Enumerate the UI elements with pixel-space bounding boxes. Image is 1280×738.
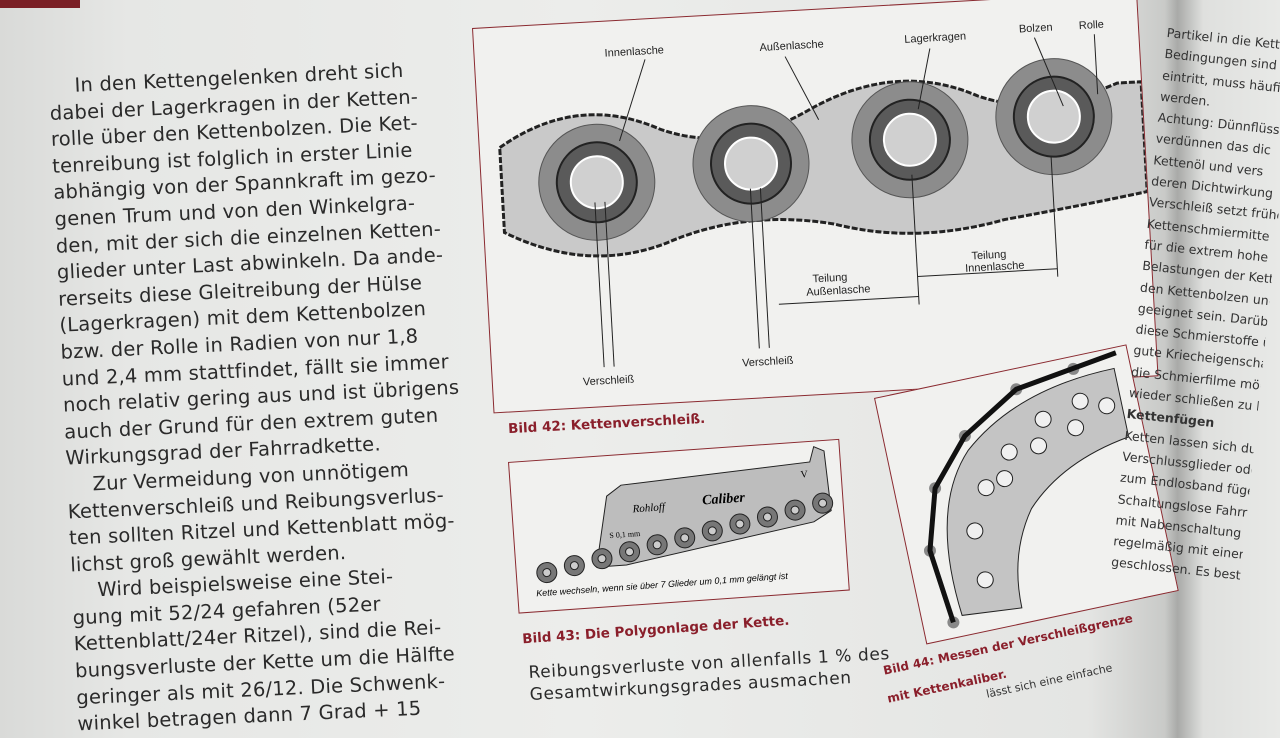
roller-pin bbox=[735, 519, 745, 529]
roller-pin bbox=[569, 561, 579, 571]
sprocket-hole bbox=[1071, 392, 1089, 410]
roller-pin bbox=[762, 512, 772, 522]
label-teilung-innenlasche: Innenlasche bbox=[965, 260, 1025, 275]
sprocket-measure-illustration bbox=[923, 350, 1130, 629]
roller-pin bbox=[625, 547, 635, 557]
sprocket-hole bbox=[996, 470, 1014, 488]
figure-43-caption: Bild 43: Die Polygonlage der Kette. bbox=[521, 612, 790, 648]
label-aussenlasche: Außenlasche bbox=[759, 38, 824, 54]
label-bolzen: Bolzen bbox=[1019, 22, 1053, 36]
roller-pin bbox=[652, 540, 662, 550]
tool-name: Caliber bbox=[702, 491, 746, 509]
roller-pin bbox=[818, 498, 828, 508]
label-verschleiss-2: Verschleiß bbox=[742, 355, 794, 370]
chain-pin bbox=[1026, 89, 1081, 144]
sprocket-hole bbox=[966, 522, 984, 540]
roller-pin bbox=[542, 568, 552, 578]
sprocket-hole bbox=[977, 479, 995, 497]
roller-pin bbox=[790, 505, 800, 515]
label-verschleiss-1: Verschleiß bbox=[583, 373, 635, 388]
chain-on-sprocket bbox=[927, 350, 1117, 624]
sprocket-hole bbox=[1034, 410, 1052, 428]
roller-pin bbox=[597, 554, 607, 564]
sprocket-hole bbox=[976, 571, 994, 589]
mark-v: V bbox=[800, 469, 809, 481]
figure-42-frame: Innenlasche Außenlasche Lagerkragen Bolz… bbox=[472, 0, 1159, 414]
chapter-marker bbox=[0, 0, 80, 8]
figure-42-caption: Bild 42: Kettenverschleiß. bbox=[507, 410, 706, 438]
sprocket-hole bbox=[1067, 419, 1085, 437]
label-rolle: Rolle bbox=[1079, 19, 1105, 32]
roller-pin bbox=[680, 533, 690, 543]
figure-44-frame bbox=[874, 344, 1179, 645]
chain-wear-diagram: Innenlasche Außenlasche Lagerkragen Bolz… bbox=[498, 19, 1149, 388]
label-innenlasche: Innenlasche bbox=[604, 44, 664, 59]
chain-caliber-illustration: Rohloff Caliber S 0,1 mm V Kette wechsel… bbox=[536, 445, 834, 598]
sprocket-hole bbox=[1098, 397, 1116, 415]
label-teilung-1: Teilung bbox=[812, 271, 847, 285]
sprocket-hole bbox=[1030, 437, 1048, 455]
sprocket-hole bbox=[1000, 443, 1018, 461]
chain-pin bbox=[569, 155, 624, 210]
label-lagerkragen: Lagerkragen bbox=[904, 30, 966, 45]
mark-s: S 0,1 mm bbox=[609, 529, 641, 540]
label-teilung-aussenlasche: Außenlasche bbox=[806, 283, 871, 299]
label-teilung-2: Teilung bbox=[971, 249, 1006, 263]
roller-pin bbox=[707, 526, 717, 536]
chain-pin bbox=[882, 112, 937, 167]
figure-43-frame: Rohloff Caliber S 0,1 mm V Kette wechsel… bbox=[508, 438, 850, 614]
tool-logo: Rohloff bbox=[631, 501, 667, 515]
chain-pin bbox=[724, 136, 779, 191]
